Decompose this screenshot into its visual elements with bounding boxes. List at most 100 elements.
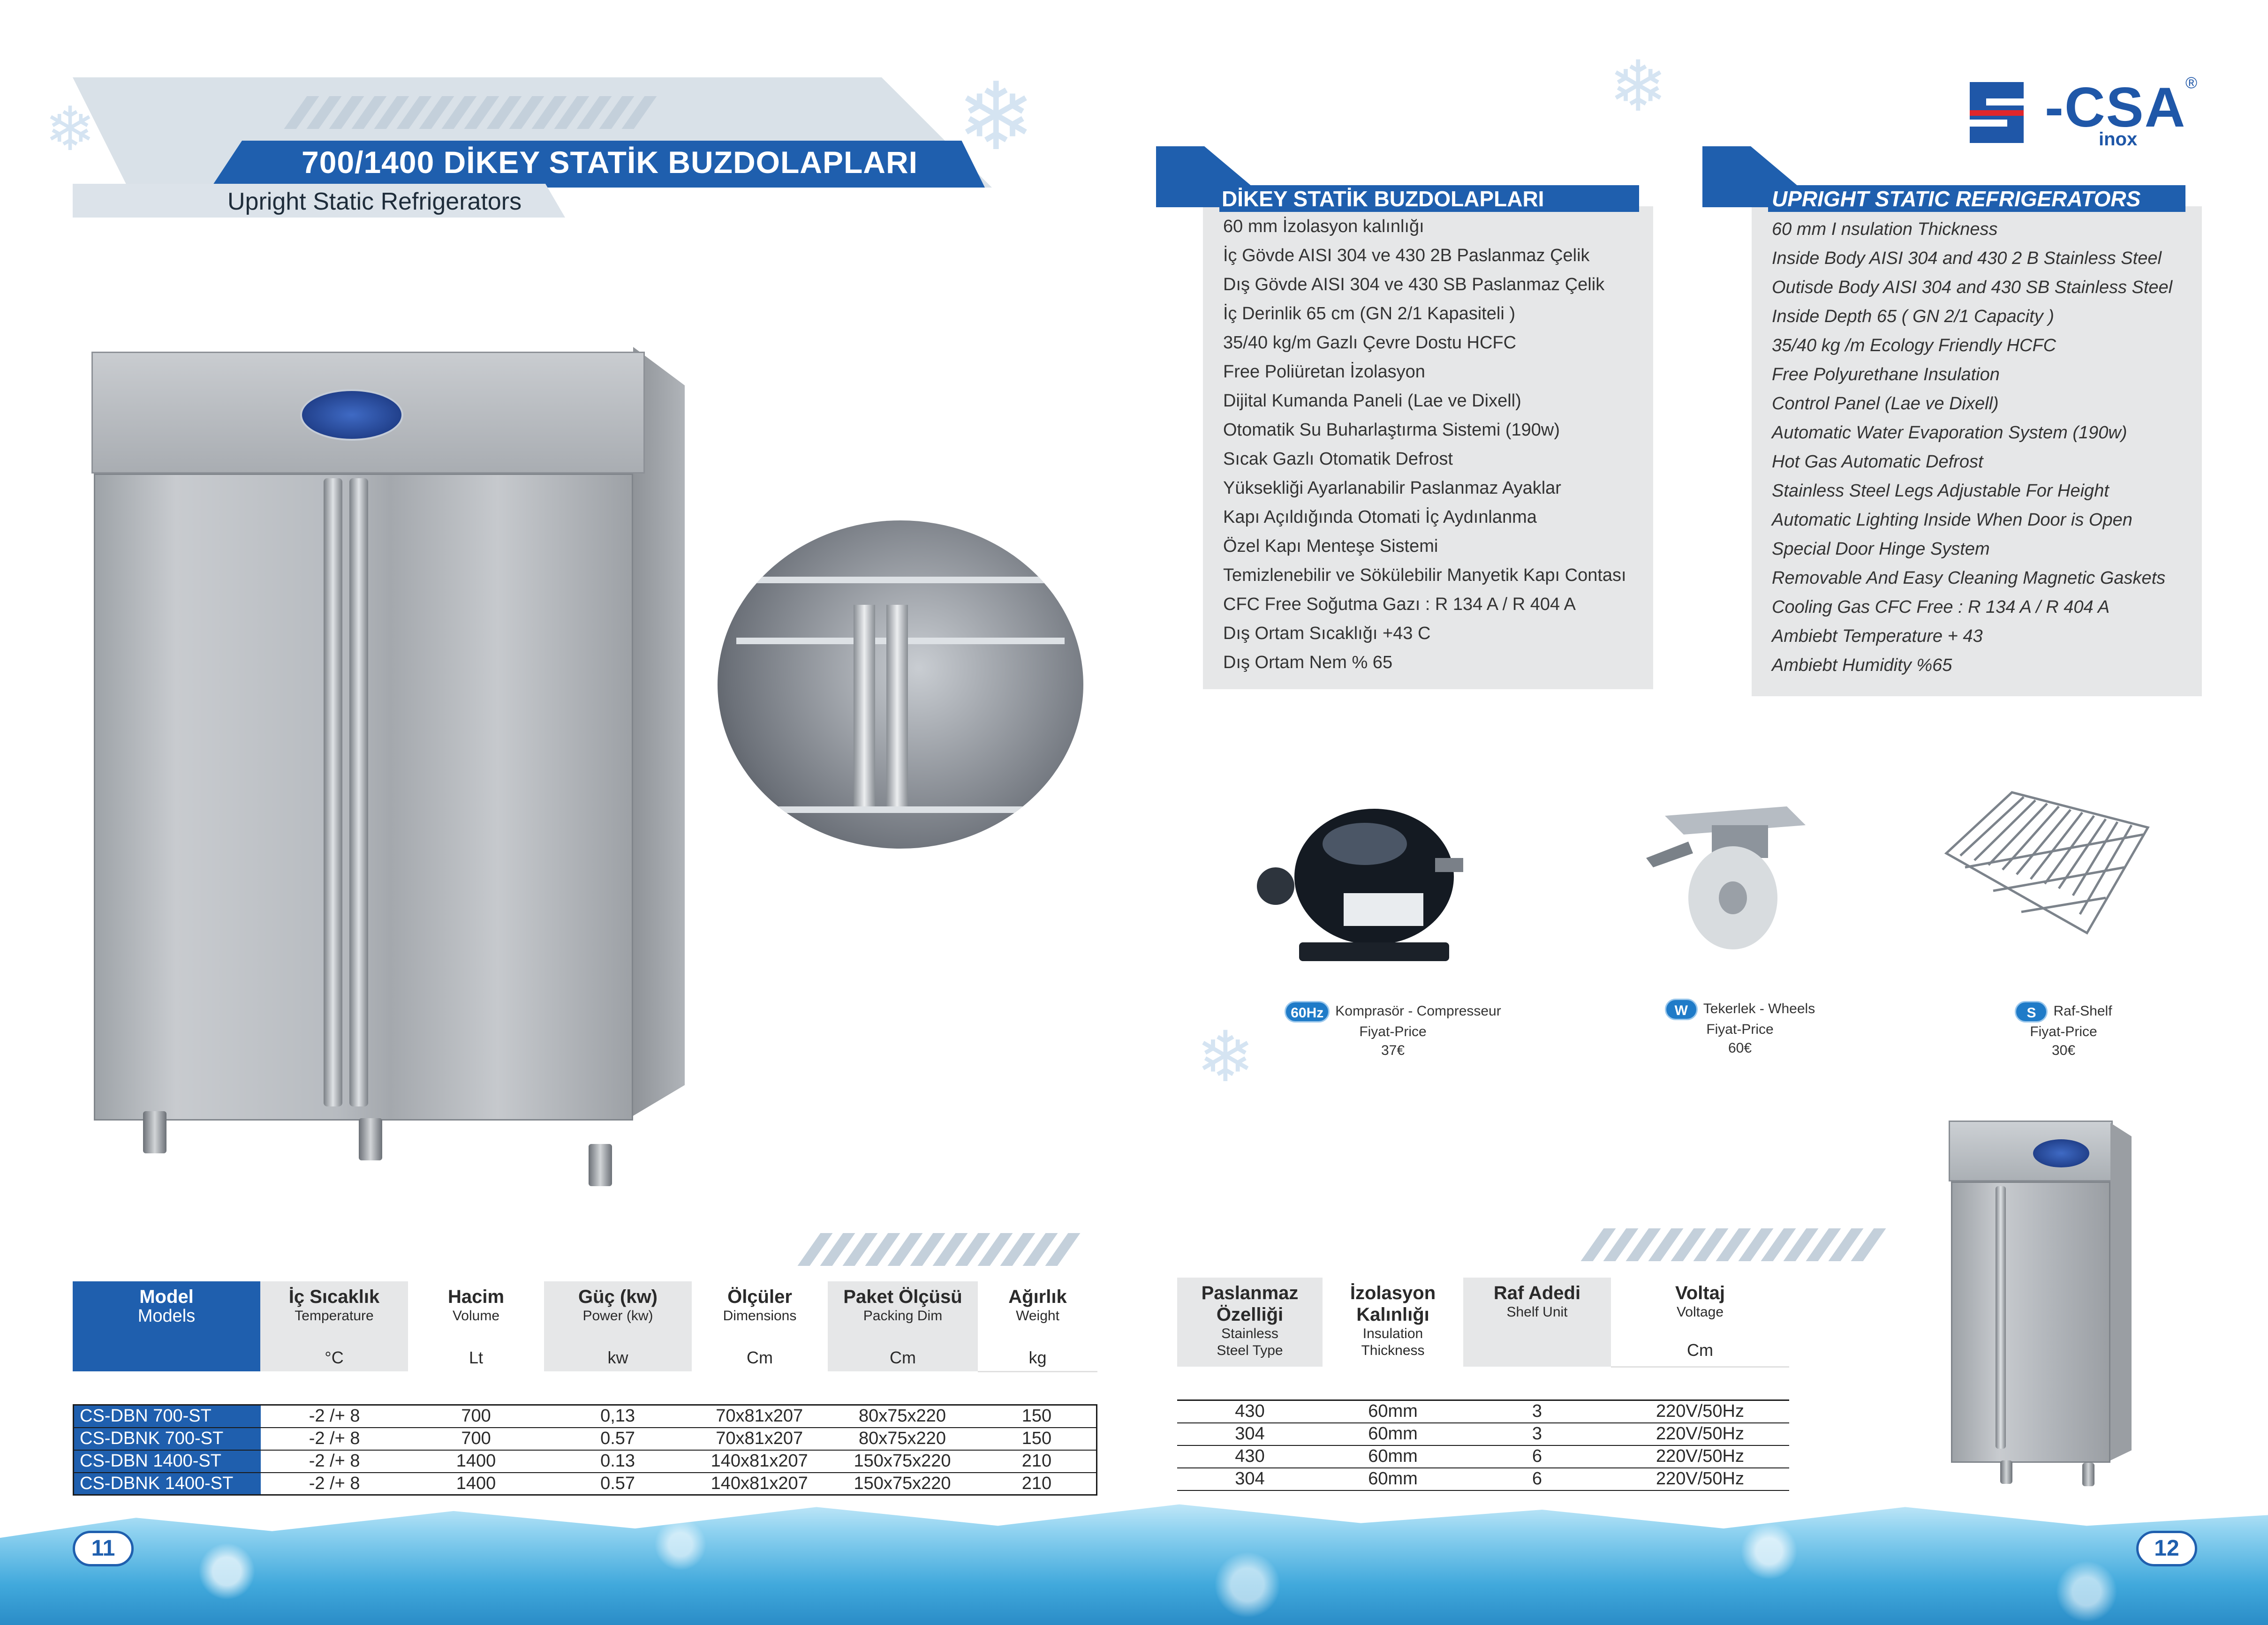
cell-weight: 210: [977, 1450, 1097, 1473]
cell-stainless-type: 430: [1177, 1400, 1323, 1423]
spec-item: Control Panel (Lae ve Dixell): [1772, 394, 1999, 414]
spec-heading-tr: DİKEY STATİK BUZDOLAPLARI: [1222, 187, 1544, 211]
spec-item: Dış Gövde AISI 304 ve 430 SB Paslanmaz Ç…: [1223, 275, 1605, 294]
shelf-grid-icon: [1944, 791, 2150, 935]
spec-item: İç Derinlik 65 cm (GN 2/1 Kapasiteli ): [1223, 304, 1515, 323]
cell-weight: 210: [977, 1472, 1097, 1496]
cell-insulation: 60mm: [1323, 1445, 1463, 1468]
table-row: 430 60mm 6 220V/50Hz: [1177, 1445, 1789, 1468]
cell-temperature: -2 /+ 8: [260, 1427, 408, 1451]
cell-shelf-unit: 3: [1463, 1422, 1611, 1446]
accessory-name: Komprasör - Compresseur: [1335, 1003, 1501, 1019]
fridge-leg: [589, 1144, 612, 1186]
table-row: CS-DBNK 1400-ST -2 /+ 8 1400 0.57 140x81…: [73, 1472, 1097, 1496]
table-row: CS-DBN 1400-ST -2 /+ 8 1400 0.13 140x81x…: [73, 1450, 1097, 1473]
interior-shelf: [736, 577, 1065, 583]
badge-w: W: [1664, 999, 1698, 1020]
cell-shelf-unit: 6: [1463, 1445, 1611, 1468]
cell-power: 0.57: [544, 1427, 692, 1451]
cell-weight: 150: [977, 1427, 1097, 1451]
table-row: 304 60mm 3 220V/50Hz: [1177, 1422, 1789, 1446]
compressor-icon: [1257, 809, 1463, 961]
price-value: 37€: [1381, 1043, 1405, 1058]
cell-packing-dim: 80x75x220: [827, 1405, 977, 1428]
price-label: Fiyat-Price: [2030, 1024, 2097, 1039]
spec-item: Stainless Steel Legs Adjustable For Heig…: [1772, 481, 2109, 501]
cell-power: 0.57: [544, 1472, 692, 1496]
spec-item: Automatic Water Evaporation System (190w…: [1772, 423, 2127, 443]
table-row: 304 60mm 6 220V/50Hz: [1177, 1467, 1789, 1491]
ice-footer: [0, 1504, 2268, 1625]
interior-rail: [886, 605, 908, 806]
badge-60hz: 60Hz: [1285, 1001, 1330, 1023]
cell-temperature: -2 /+ 8: [260, 1405, 408, 1428]
spec-item: Free Poliüretan İzolasyon: [1223, 362, 1425, 382]
spec-item: Temizlenebilir ve Sökülebilir Manyetik K…: [1223, 565, 1626, 585]
spec-item: Special Door Hinge System: [1772, 539, 1990, 559]
price-value: 60€: [1728, 1040, 1752, 1056]
cell-model: CS-DBNK 1400-ST: [73, 1472, 261, 1496]
table-row: CS-DBNK 700-ST -2 /+ 8 700 0.57 70x81x20…: [73, 1427, 1097, 1451]
wheel-icon: [1646, 806, 1806, 949]
page-title: 700/1400 DİKEY STATİK BUZDOLAPLARI: [302, 145, 918, 180]
cell-dimensions: 70x81x207: [691, 1427, 828, 1451]
cell-model: CS-DBNK 700-ST: [73, 1427, 261, 1451]
spec-box-tr: [1203, 206, 1653, 689]
decor-snowflake: ❄: [957, 62, 1036, 172]
spec-item: Sıcak Gazlı Otomatik Defrost: [1223, 449, 1453, 469]
accessory-wheels: W Tekerlek - Wheels Fiyat-Price 60€: [1609, 999, 1871, 1058]
spec-item: Kapı Açıldığında Otomati İç Aydınlanma: [1223, 507, 1537, 527]
spec-item: Yüksekliği Ayarlanabilir Paslanmaz Ayakl…: [1223, 478, 1561, 498]
accessory-name: Raf-Shelf: [2053, 1003, 2112, 1019]
spec-header-en-bar: [1768, 185, 2185, 212]
cell-volume: 700: [408, 1405, 544, 1428]
decor-stripes: [1580, 1228, 1886, 1261]
fridge-leg: [2000, 1460, 2012, 1484]
spec-item: 35/40 kg/m Gazlı Çevre Dostu HCFC: [1223, 333, 1517, 353]
spec-item: CFC Free Soğutma Gazı : R 134 A / R 404 …: [1223, 594, 1576, 614]
cell-insulation: 60mm: [1323, 1422, 1463, 1446]
accessory-name: Tekerlek - Wheels: [1703, 1001, 1815, 1016]
fridge-door: [1951, 1181, 2110, 1463]
door-handle: [349, 478, 368, 1106]
decor-stripes: [797, 1233, 1081, 1266]
spec-item: Automatic Lighting Inside When Door is O…: [1772, 510, 2132, 530]
door-handle: [324, 478, 342, 1106]
cell-power: 0.13: [544, 1450, 692, 1473]
badge-s: S: [2015, 1001, 2048, 1023]
cell-insulation: 60mm: [1323, 1467, 1463, 1491]
cell-shelf-unit: 6: [1463, 1467, 1611, 1491]
spec-box-en: [1752, 206, 2202, 696]
cell-weight: 150: [977, 1405, 1097, 1428]
subtitle-banner: [73, 184, 565, 218]
fridge-leg: [2082, 1463, 2094, 1486]
spec-item: İç Gövde AISI 304 ve 430 2B Paslanmaz Çe…: [1223, 246, 1590, 265]
spec-item: Inside Body AISI 304 and 430 2 B Stainle…: [1772, 248, 2162, 268]
page-subtitle: Upright Static Refrigerators: [227, 188, 522, 215]
price-label: Fiyat-Price: [1706, 1022, 1774, 1037]
cell-temperature: -2 /+ 8: [260, 1472, 408, 1496]
page-number-left: 11: [73, 1531, 134, 1566]
fridge-leg: [143, 1111, 166, 1153]
spec-item: 60 mm I nsulation Thickness: [1772, 219, 1998, 239]
spec-item: Hot Gas Automatic Defrost: [1772, 452, 1983, 472]
table-row: 430 60mm 3 220V/50Hz: [1177, 1400, 1789, 1423]
cell-model: CS-DBN 1400-ST: [73, 1450, 261, 1473]
spec-item: Inside Depth 65 ( GN 2/1 Capacity ): [1772, 307, 2054, 326]
spec-item: Free Polyurethane Insulation: [1772, 365, 2000, 384]
spec-item: Outisde Body AISI 304 and 430 SB Stainle…: [1772, 278, 2173, 297]
brand-sub: inox: [2099, 129, 2138, 150]
interior-photo: [718, 520, 1083, 849]
spec-item: Ambiebt Temperature + 43: [1772, 626, 1983, 646]
